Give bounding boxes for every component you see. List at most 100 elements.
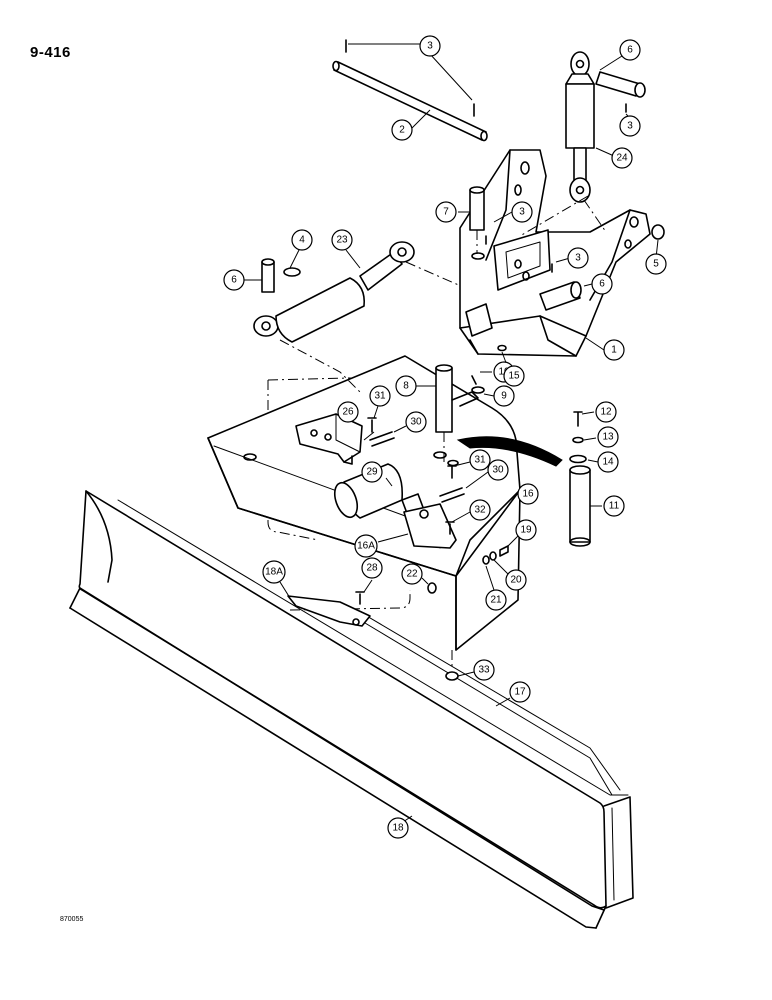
frame-1-left-plate: [485, 149, 511, 261]
cylinder-23-eye-base: [253, 315, 279, 337]
bolt-19: [499, 545, 509, 557]
pin-7: [469, 186, 485, 254]
callout-23: 23: [331, 229, 353, 251]
dozer-blade: [69, 490, 634, 929]
callout-16a-label: 16A: [357, 541, 375, 552]
callout-14: 14: [597, 451, 619, 473]
callout-3b: 3: [619, 115, 641, 137]
bracket-16a-hole: [419, 509, 429, 519]
callout-5: 5: [645, 253, 667, 275]
cylinder-24-eye-bottom: [569, 177, 591, 203]
pin-6-top: [595, 71, 646, 113]
cylinder-29-end: [333, 481, 359, 519]
pin-6-left-top: [261, 258, 275, 266]
callout-30a: 30: [405, 411, 427, 433]
pin-2: [332, 39, 488, 142]
cylinder-24-cap: [565, 73, 595, 85]
washer-14: [569, 454, 587, 464]
callout-6c-label: 6: [599, 279, 605, 290]
leader-29: [385, 477, 393, 487]
callout-4: 4: [291, 229, 313, 251]
callout-24-label: 24: [616, 153, 628, 164]
leader-32: [451, 511, 471, 523]
blade-face: [78, 490, 607, 909]
frame-1-plate-hole-b: [522, 271, 530, 281]
frame-1-body: [459, 149, 651, 357]
callout-6a: 6: [619, 39, 641, 61]
callout-2-label: 2: [399, 125, 405, 136]
bolt-12: [573, 411, 583, 427]
cylinder-24-eye-bottom-hole: [575, 185, 585, 195]
frame-hidden-outline-left: [267, 380, 319, 541]
callout-4-label: 4: [299, 235, 305, 246]
callout-3b-label: 3: [627, 121, 633, 132]
cylinder-24-eye-top: [570, 51, 590, 77]
blade-top-rail-2: [359, 611, 621, 791]
frame-stripe: [456, 436, 563, 467]
leader-26: [363, 431, 375, 441]
callout-30b-label: 30: [492, 465, 504, 476]
leader-31b: [453, 461, 471, 467]
nut-22: [427, 582, 437, 594]
callout-17: 17: [509, 681, 531, 703]
pin-8-top: [435, 364, 453, 372]
pin-6-left-body: [261, 261, 275, 293]
frame-1-plate-inner: [505, 241, 541, 279]
cutting-edge-end: [595, 905, 607, 929]
callout-1: 1: [603, 339, 625, 361]
bolt-30-upper: [369, 431, 395, 447]
callout-8: 8: [395, 375, 417, 397]
callout-33: 33: [473, 659, 495, 681]
bracket-26-ear: [343, 455, 353, 465]
leader-16a: [377, 533, 409, 543]
callout-9-label: 9: [501, 391, 507, 402]
callout-16a: 16A: [354, 534, 378, 558]
bracket-26-hole-a: [310, 429, 318, 437]
cylinder-23-rod: [359, 251, 403, 291]
nut-33: [445, 671, 459, 681]
callout-19-label: 19: [520, 525, 532, 536]
bracket-16a: [403, 503, 457, 549]
spindle-11-top: [569, 465, 591, 475]
side-hardware: [427, 545, 509, 681]
frame-hidden-outline-bottom: [289, 590, 411, 611]
spindle-11-bottom: [569, 537, 591, 547]
cylinder-23-eye-rod: [389, 241, 415, 263]
leader-17: [495, 697, 511, 707]
callout-11: 11: [603, 495, 625, 517]
callout-3c: 3: [511, 201, 533, 223]
spindle-11-body: [569, 469, 591, 543]
callout-6b-label: 6: [231, 275, 237, 286]
callout-32-label: 32: [474, 505, 486, 516]
frame-1-hole-b: [514, 184, 522, 196]
pin-7-top: [469, 186, 485, 194]
leader-23: [345, 249, 361, 269]
leader-33: [457, 671, 475, 677]
callout-3d-label: 3: [575, 253, 581, 264]
callout-6a-label: 6: [627, 45, 633, 56]
figure-code: 870055: [60, 916, 84, 923]
callout-28: 28: [361, 557, 383, 579]
callout-13-label: 13: [602, 432, 614, 443]
bracket-26-hole-b: [324, 433, 332, 441]
leader-31a: [373, 405, 379, 419]
bracket-18a-hole: [352, 618, 360, 626]
angle-cylinder-29: [333, 463, 465, 549]
pin-8-handle: [451, 391, 479, 407]
pin-6-top-body: [595, 71, 641, 97]
callout-15: 15: [503, 365, 525, 387]
callout-3a-label: 3: [427, 41, 433, 52]
leader-6c: [583, 283, 593, 287]
pin-2-end-a: [332, 60, 340, 72]
pin-7-body: [469, 189, 485, 231]
cylinder-23-barrel: [275, 277, 366, 343]
leader-30a: [393, 425, 407, 433]
callout-9: 9: [493, 385, 515, 407]
bracket-18a-body: [287, 595, 371, 627]
callout-18a-label: 18A: [265, 567, 283, 578]
callout-20: 20: [505, 569, 527, 591]
pin-6-right-end: [570, 281, 582, 299]
leader-18a: [279, 581, 291, 599]
callout-12-label: 12: [600, 407, 612, 418]
cylinder-23-axis: [405, 261, 471, 291]
